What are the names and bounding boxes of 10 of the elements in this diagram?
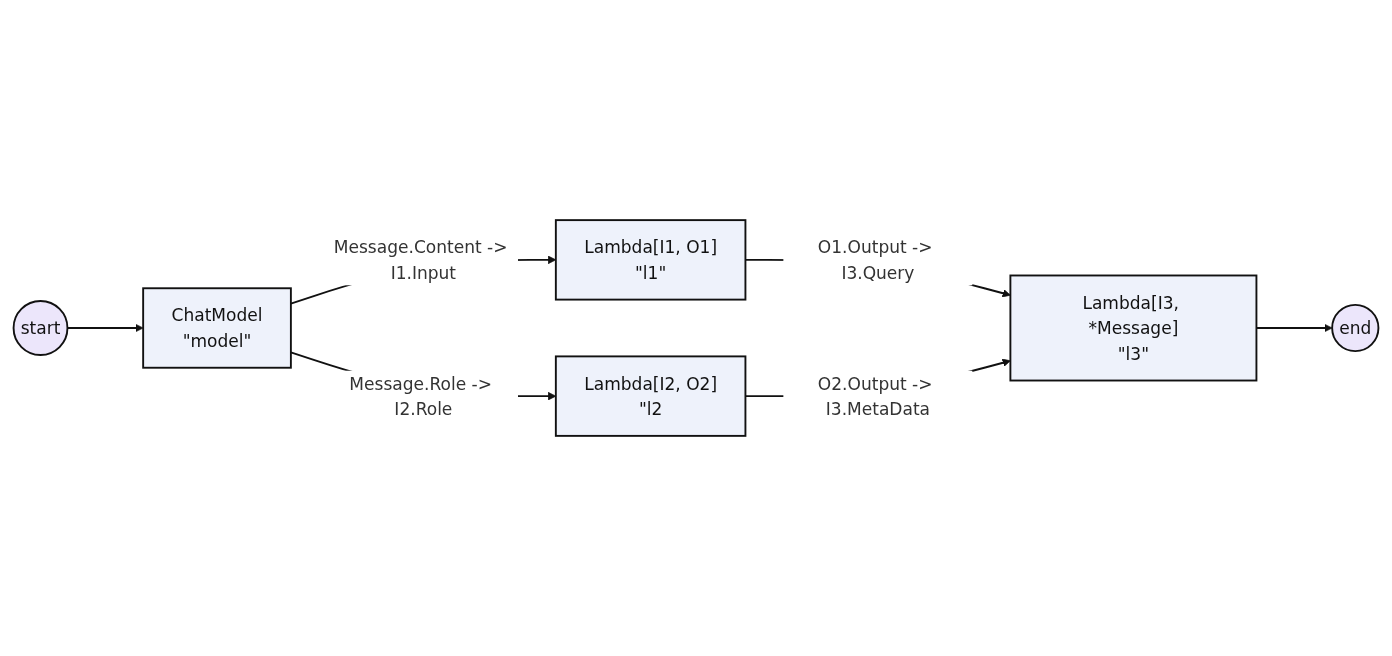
edge-label: O1.Output -> I3.Query bbox=[817, 237, 933, 283]
edge-label: Message.Content -> I1.Input bbox=[333, 237, 508, 283]
node-box: Lambda[I3, *Message] "l3" bbox=[1009, 274, 1258, 382]
node-box: Lambda[I1, O1] "l1" bbox=[554, 219, 747, 301]
edge-label: Message.Role -> I2.Role bbox=[349, 373, 492, 419]
edge-label: O2.Output -> I3.MetaData bbox=[817, 373, 933, 419]
node-circle: end bbox=[1331, 303, 1380, 353]
node-box: ChatModel "model" bbox=[142, 287, 292, 369]
node-circle: start bbox=[12, 300, 69, 356]
node-box: Lambda[I2, O2] "l2 bbox=[554, 355, 747, 437]
